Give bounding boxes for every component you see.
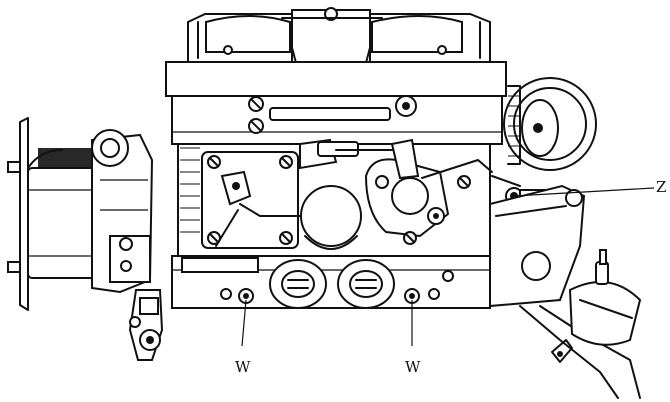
- choke-housing-cylinder: [27, 148, 97, 279]
- callout-w-right-label: W: [405, 358, 421, 376]
- idle-mixture-screw-left: [220, 288, 254, 304]
- callout-z: Z: [513, 178, 666, 197]
- vacuum-diaphragm: [519, 249, 642, 399]
- fuel-port-right: [337, 259, 395, 309]
- center-float-bowl: [299, 138, 362, 250]
- right-linkage-arm: [489, 184, 586, 308]
- base-plate: [171, 255, 491, 309]
- callout-w-left-label: W: [235, 358, 251, 376]
- callout-w-left: W: [235, 299, 251, 376]
- main-body-upper: [165, 61, 507, 145]
- choke-thermostat-cover: [91, 129, 154, 294]
- right-throttle-lever: [335, 95, 493, 245]
- right-pulley: [503, 77, 597, 171]
- callout-z-label: Z: [656, 178, 666, 196]
- left-bracket-plate: [7, 117, 29, 311]
- fuel-port-left: [269, 259, 327, 309]
- throttle-lever-bracket: [128, 289, 164, 361]
- callout-w-right: W: [405, 300, 421, 376]
- left-venturi-plate: [201, 151, 301, 249]
